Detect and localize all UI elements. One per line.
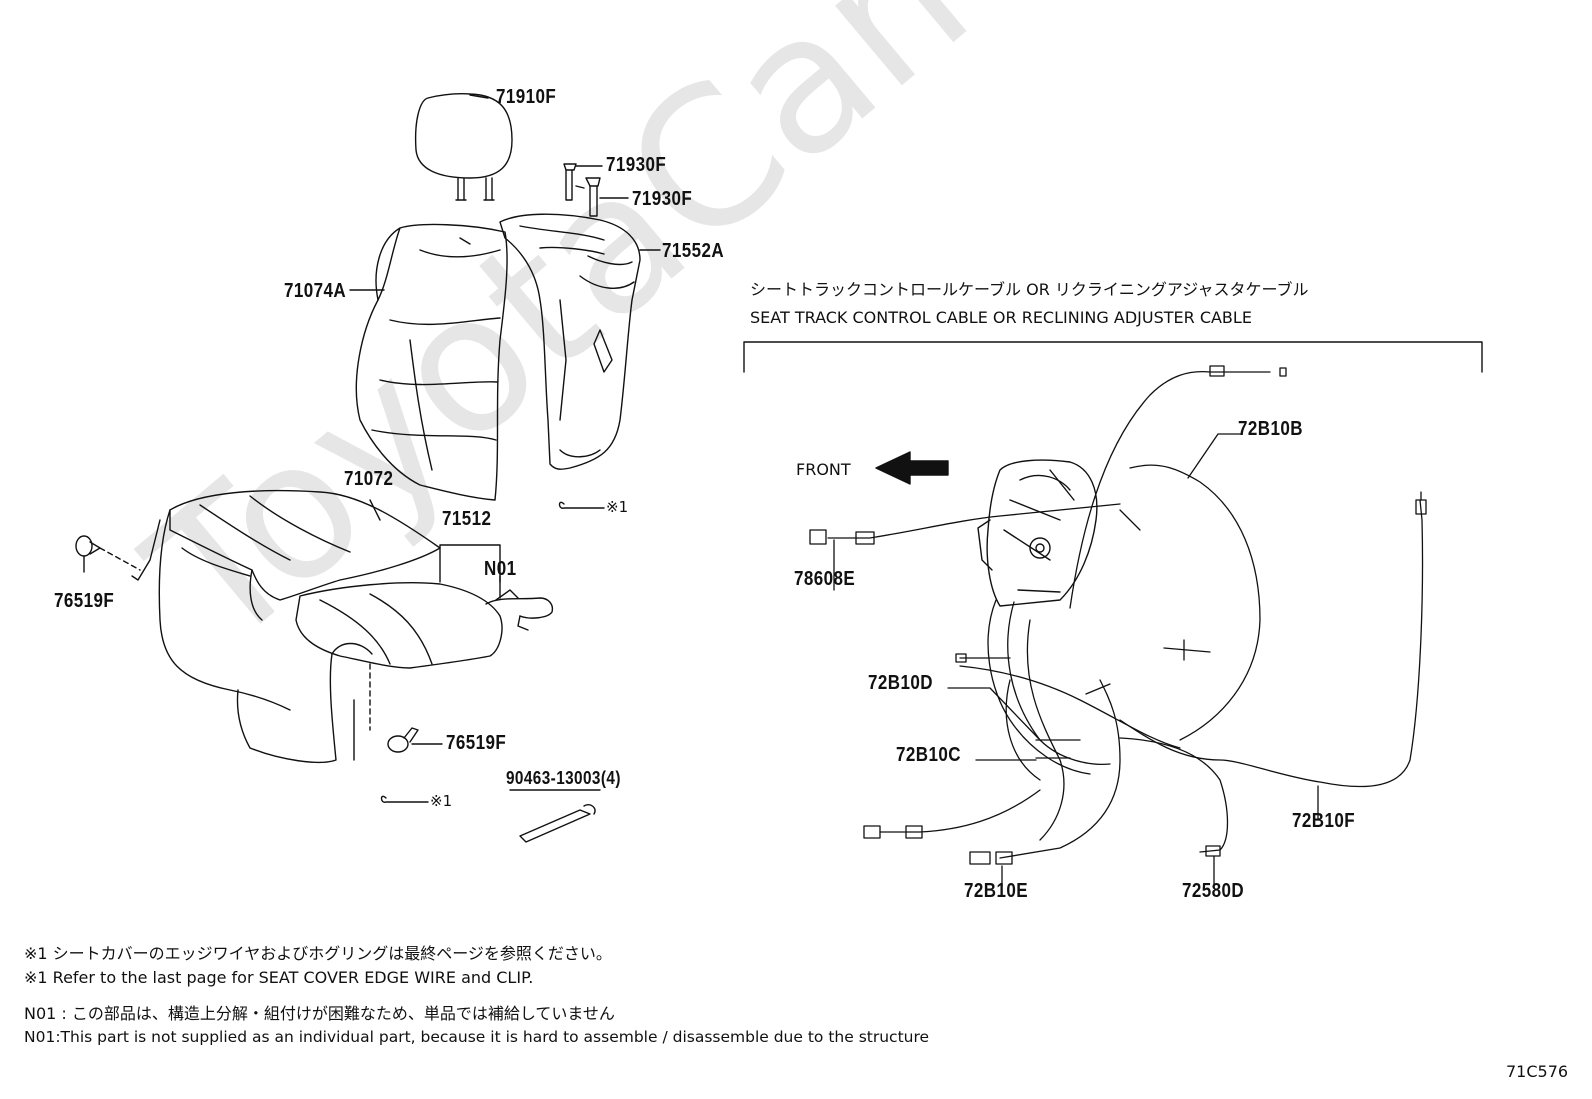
cushion-pad-drawing — [236, 544, 503, 764]
seatback-board-drawing — [499, 213, 661, 470]
note-n01-en: N01:This part is not supplied as an indi… — [24, 1028, 930, 1046]
part-label-72B10D[interactable]: 72B10D — [868, 672, 933, 694]
part-label-71512[interactable]: 71512 — [442, 508, 492, 530]
part-label-72580D[interactable]: 72580D — [1182, 880, 1245, 902]
cable-heading-en: SEAT TRACK CONTROL CABLE OR RECLINING AD… — [750, 308, 1252, 327]
part-label-71552A[interactable]: 71552A — [662, 240, 725, 262]
part-label-71074A[interactable]: 71074A — [284, 280, 347, 302]
clip-marker-drawing — [380, 501, 605, 803]
n01-wire-drawing — [485, 575, 554, 631]
part-label-71930F-upper[interactable]: 71930F — [606, 154, 667, 176]
cables-drawing — [809, 365, 1427, 887]
note-1-jp: ※1 シートカバーのエッジワイヤおよびホグリングは最終ページを参照ください。 — [24, 944, 612, 963]
front-arrow-drawing — [875, 451, 949, 485]
cushion-cover-drawing — [131, 489, 441, 711]
note-1-en: ※1 Refer to the last page for SEAT COVER… — [24, 968, 534, 987]
cable-heading-jp: シートトラックコントロールケーブル OR リクライニングアジャスタケーブル — [750, 280, 1309, 299]
ref-mark-lower: ※1 — [430, 792, 453, 810]
headrest-drawing — [414, 93, 513, 201]
headrest-support-drawing — [563, 163, 629, 217]
part-label-76519F-bottom[interactable]: 76519F — [446, 732, 507, 754]
hog-ring-drawing — [75, 535, 443, 753]
seat-track-mechanism-drawing — [977, 459, 1098, 607]
part-label-71072[interactable]: 71072 — [344, 468, 394, 490]
part-label-72B10B[interactable]: 72B10B — [1238, 418, 1303, 440]
part-label-72B10E[interactable]: 72B10E — [964, 880, 1028, 902]
note-n01-jp: N01 : この部品は、構造上分解・組付けが困難なため、単品では補給していません — [24, 1004, 615, 1023]
part-label-72B10F[interactable]: 72B10F — [1292, 810, 1356, 832]
part-label-N01[interactable]: N01 — [484, 558, 517, 580]
part-label-76519F-left[interactable]: 76519F — [54, 590, 115, 612]
part-label-72B10C[interactable]: 72B10C — [896, 744, 961, 766]
ref-mark-upper: ※1 — [606, 498, 629, 516]
part-label-90463[interactable]: 90463-13003(4) — [506, 768, 621, 788]
part-label-71910F[interactable]: 71910F — [496, 86, 557, 108]
part-label-71930F-lower[interactable]: 71930F — [632, 188, 693, 210]
cable-tie-drawing — [509, 789, 601, 843]
diagram-code: 71C576 — [1506, 1062, 1569, 1081]
part-label-78608E[interactable]: 78608E — [794, 568, 856, 590]
cable-bracket — [743, 341, 1483, 373]
seatback-cover-drawing — [349, 223, 508, 501]
front-label: FRONT — [796, 460, 851, 479]
